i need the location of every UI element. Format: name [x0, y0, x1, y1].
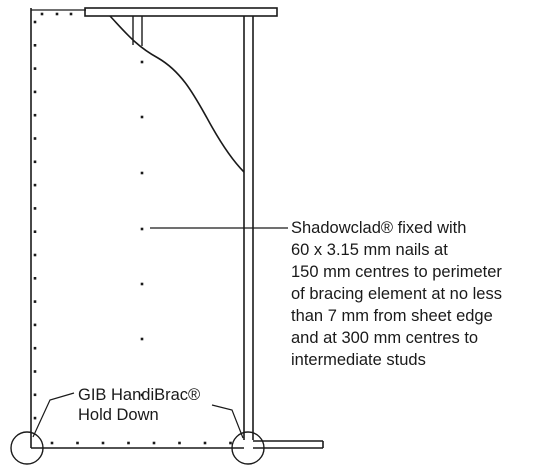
perimeter-nail: [33, 44, 37, 47]
shadowclad-line-2: 60 x 3.15 mm nails at: [291, 241, 448, 259]
perimeter-nail: [33, 277, 37, 280]
shadowclad-line-3: 150 mm centres to perimeter: [291, 263, 502, 281]
perimeter-nail: [33, 416, 37, 420]
perimeter-nail: [33, 90, 37, 94]
perimeter-nail: [33, 183, 37, 187]
sheet-cutaway-curve: [109, 15, 245, 173]
perimeter-nail: [33, 207, 37, 210]
intermediate-stud-nail: [140, 282, 144, 286]
perimeter-nail: [33, 20, 37, 24]
shadowclad-line-1: Shadowclad® fixed with: [291, 219, 466, 237]
perimeter-nail: [33, 253, 37, 257]
perimeter-nail: [33, 137, 37, 140]
nail-pattern: [33, 12, 232, 445]
intermediate-stud-nail: [140, 393, 144, 397]
shadowclad-line-5: than 7 mm from sheet edge: [291, 307, 493, 325]
hold-down-circle-left: [10, 431, 44, 465]
intermediate-stud-nail: [140, 337, 144, 341]
perimeter-nail: [152, 441, 156, 445]
perimeter-nail: [33, 346, 37, 350]
perimeter-nail: [229, 441, 232, 445]
hold-down-leader-left: [32, 392, 75, 438]
intermediate-stud-nail: [140, 60, 144, 64]
intermediate-stud-nail: [140, 227, 144, 231]
shadowclad-line-6: and at 300 mm centres to: [291, 329, 478, 347]
perimeter-nail: [40, 12, 44, 16]
perimeter-nail: [33, 370, 37, 373]
perimeter-nail: [101, 441, 105, 445]
hold-down-circle-right: [231, 431, 265, 465]
perimeter-nail: [33, 300, 37, 303]
perimeter-nail: [50, 441, 54, 445]
perimeter-nail: [127, 441, 130, 445]
shadowclad-callout: Shadowclad® fixed with 60 x 3.15 mm nail…: [291, 219, 507, 369]
perimeter-nail: [203, 441, 207, 445]
perimeter-nail: [33, 230, 37, 233]
intermediate-stud-nail: [140, 115, 144, 119]
perimeter-nail: [33, 160, 37, 164]
shadowclad-line-4: of bracing element at no less: [291, 285, 502, 303]
perimeter-nail: [69, 12, 73, 16]
perimeter-nail: [33, 67, 37, 70]
perimeter-nail: [33, 323, 37, 327]
hold-down-leader-right: [211, 404, 244, 439]
perimeter-nail: [33, 113, 37, 117]
hold-down-line-1: GIB HandiBrac®: [78, 386, 200, 404]
perimeter-nail: [33, 393, 37, 397]
perimeter-nail: [55, 12, 59, 16]
perimeter-nail: [178, 441, 181, 445]
shadowclad-line-7: intermediate studs: [291, 351, 426, 369]
hold-down-line-2: Hold Down: [78, 406, 159, 424]
intermediate-stud-nail: [140, 171, 144, 175]
hold-down-callout: GIB HandiBrac® Hold Down: [78, 386, 205, 424]
top-plate: [84, 7, 278, 17]
perimeter-nail: [76, 441, 79, 445]
